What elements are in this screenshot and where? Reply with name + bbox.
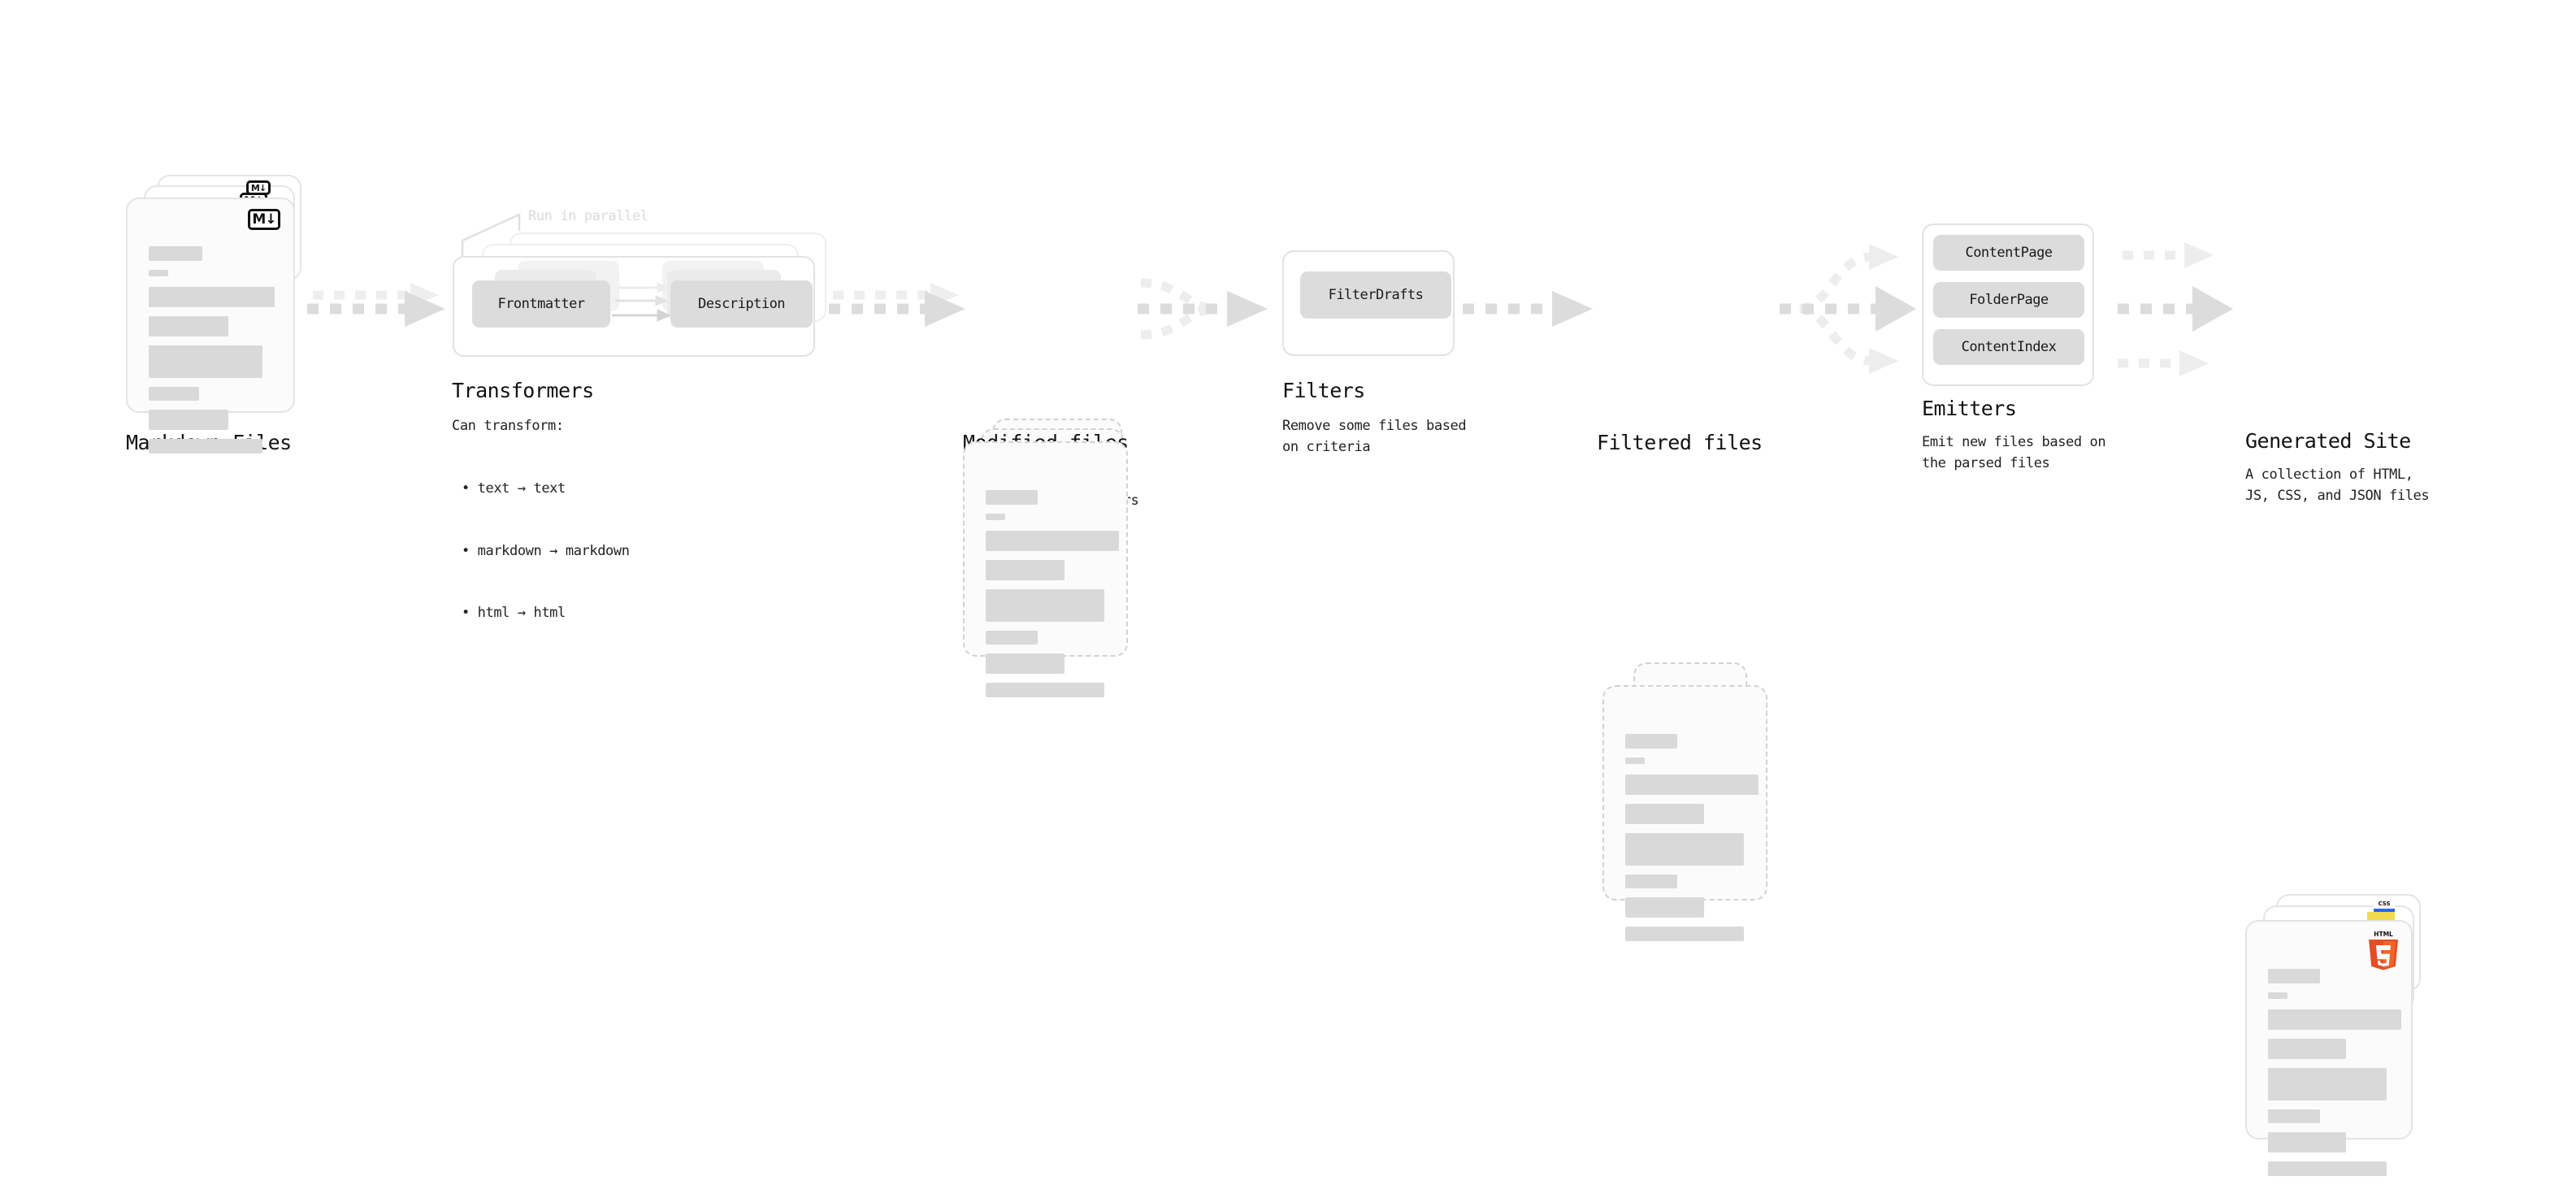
stage-emitters: ContentPage FolderPage ContentIndex — [1922, 224, 2109, 402]
stage-transformers: Run in parallel x x Frontmatter x x Desc… — [449, 195, 831, 358]
pill-contentindex[interactable]: ContentIndex — [1933, 329, 2084, 365]
filtered-card-bars — [1625, 734, 1759, 950]
stage-markdown-files: M↓ M↓ M↓ — [126, 175, 305, 454]
pill-description[interactable]: Description — [670, 280, 813, 328]
pipeline-diagram: M↓ M↓ M↓ Markdown Files Run in parallel … — [126, 175, 2430, 1176]
markdown-card-bars — [149, 246, 275, 462]
connector-modified-to-filters — [1138, 278, 1268, 340]
modified-card-front — [963, 441, 1128, 697]
stage-filters: FilterDrafts — [1282, 250, 1461, 364]
css3-icon: CSS — [2374, 899, 2395, 912]
subcaption-transformers: Can transform: — [452, 418, 564, 434]
pill-filterdrafts[interactable]: FilterDrafts — [1300, 271, 1451, 319]
connector-emitters-to-site — [2118, 242, 2233, 376]
markdown-card-front — [126, 198, 295, 454]
transformers-bullet-item: • text → text — [462, 480, 566, 497]
transformers-bullet-item: • markdown → markdown — [462, 542, 630, 559]
caption-generated-site: Generated Site — [2245, 429, 2411, 453]
stage-generated-site: CSS HTML — [2245, 894, 2440, 1176]
run-in-parallel-label: Run in parallel — [528, 208, 648, 224]
modified-card-bars — [986, 490, 1119, 706]
html5-icon: HTML — [2369, 931, 2398, 970]
caption-filtered-files: Filtered files — [1597, 431, 1763, 454]
connector-filtered-to-emitters — [1780, 244, 1916, 374]
pill-contentpage[interactable]: ContentPage — [1933, 235, 2084, 271]
svg-text:HTML: HTML — [2374, 931, 2393, 938]
css3-icon-label: CSS — [2378, 901, 2391, 907]
subcaption-filters: Remove some files based on criteria — [1282, 418, 1467, 455]
connector-transformers-to-modified — [829, 283, 965, 327]
caption-transformers: Transformers — [452, 379, 594, 402]
connector-markdown-to-transformers — [307, 283, 445, 327]
transformers-bullet-item: • html → html — [462, 605, 566, 621]
site-card-bars — [2268, 969, 2401, 1185]
stage-modified-files — [963, 419, 1150, 697]
connector-filters-to-filtered — [1463, 291, 1593, 327]
subcaption-generated-site: A collection of HTML, JS, CSS, and JSON … — [2245, 467, 2430, 504]
transformers-bullet-list: • text → text • markdown → markdown • ht… — [462, 437, 630, 645]
markdown-icon: M↓ — [248, 209, 280, 230]
pill-folderpage[interactable]: FolderPage — [1933, 282, 2084, 318]
stage-filtered-files — [1602, 662, 1789, 941]
subcaption-emitters: Emit new files based on the parsed files — [1922, 434, 2106, 471]
caption-filters: Filters — [1282, 379, 1365, 402]
caption-emitters: Emitters — [1922, 397, 2017, 420]
pill-frontmatter[interactable]: Frontmatter — [472, 280, 610, 328]
filtered-card-front — [1602, 685, 1767, 941]
